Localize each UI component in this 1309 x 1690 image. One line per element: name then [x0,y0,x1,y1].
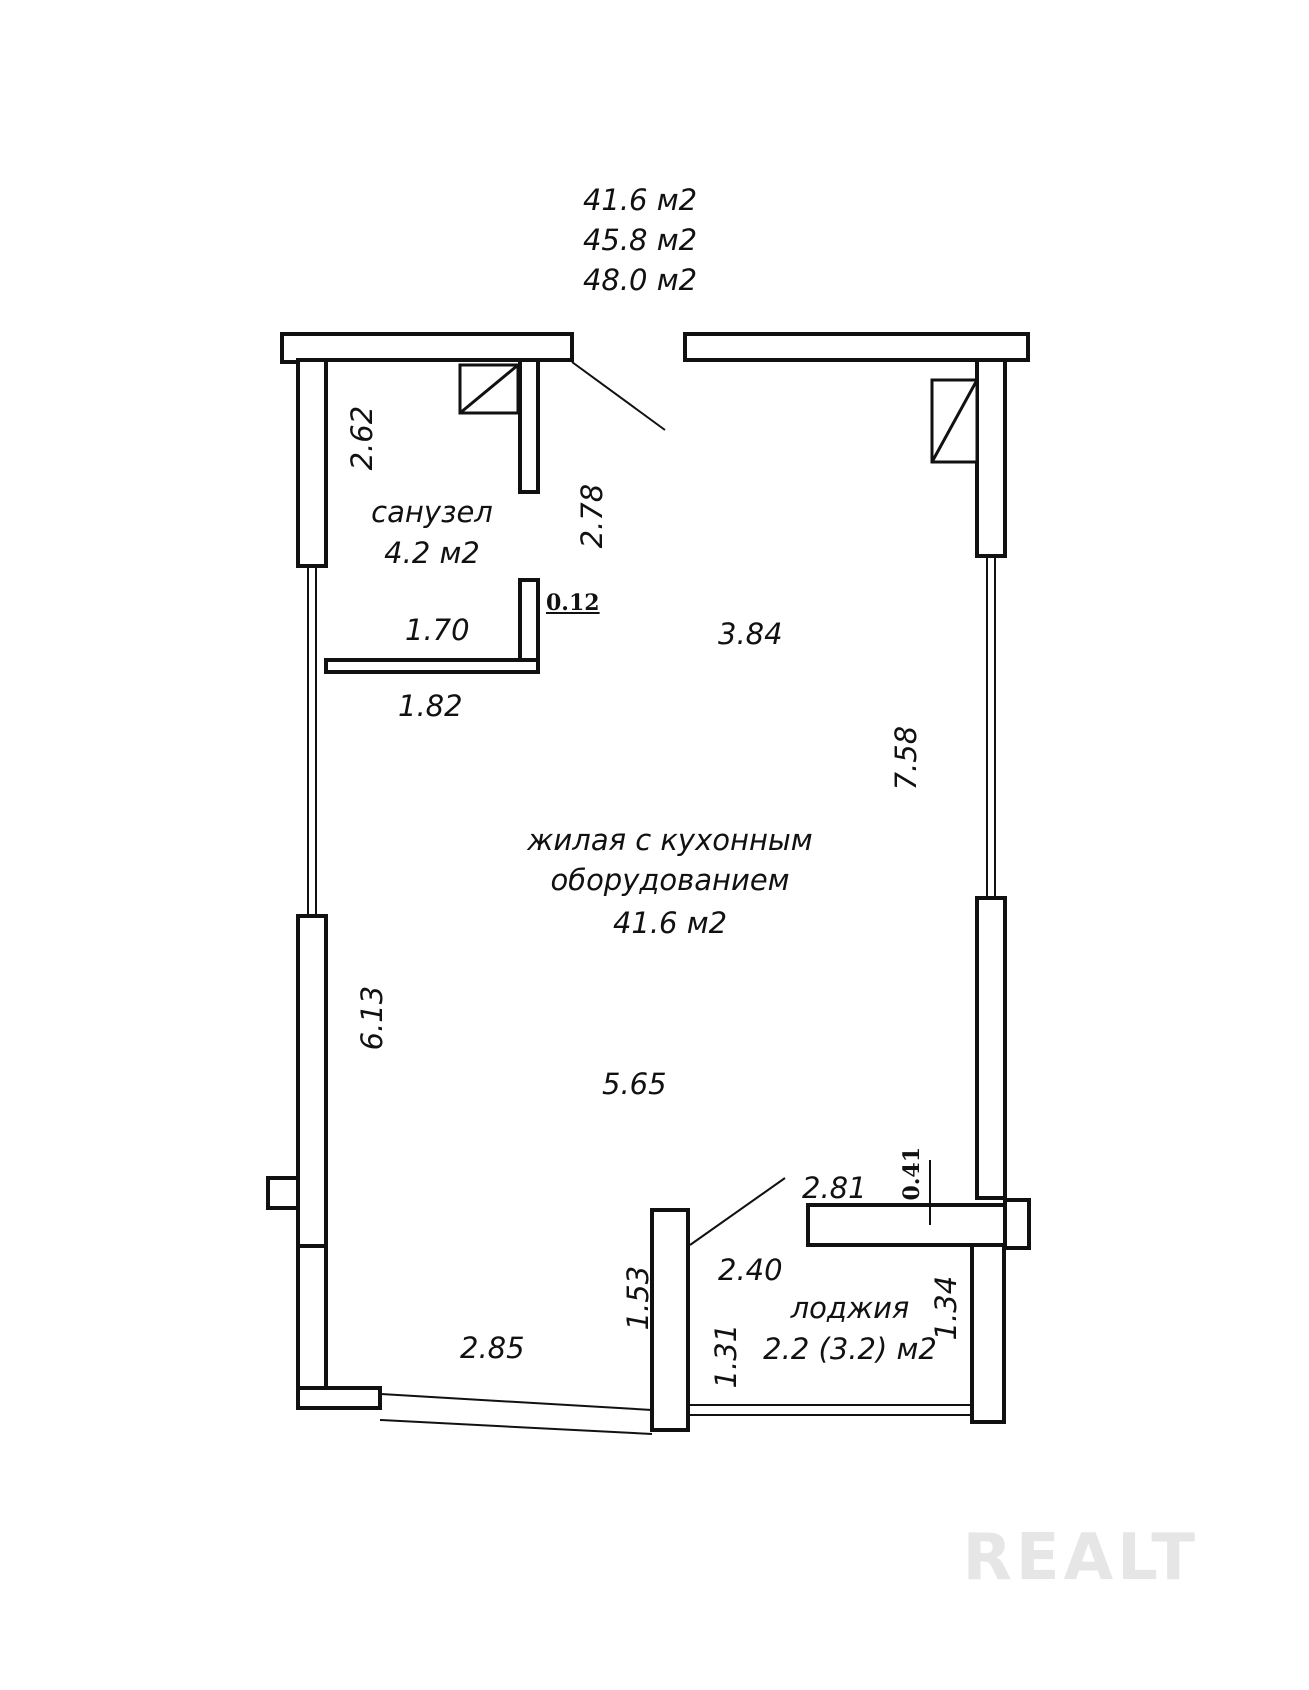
window-bottom-a [379,1393,653,1411]
window-bottom-b [379,1419,653,1435]
living-name-line2: оборудованием [550,863,790,897]
dimension-0-12: 0.12 [546,590,600,616]
dimension-2-40: 2.40 [718,1253,783,1287]
wall-stub-right [1003,1198,1031,1250]
wall-left-middle [296,914,328,1248]
wall-left-lower [296,1244,328,1408]
dimension-1-70: 1.70 [405,613,470,647]
dimension-5-65: 5.65 [602,1067,667,1101]
dimension-2-78: 2.78 [575,483,610,549]
wall-top-left [280,332,574,364]
wall-right-loggia [970,1234,1006,1424]
entrance-door-swing [571,361,666,431]
dimension-1-34: 1.34 [929,1275,964,1341]
bathroom-name: санузел [371,495,493,529]
wall-right-middle [975,896,1007,1200]
dimension-7-58: 7.58 [889,725,924,791]
dimension-1-31: 1.31 [709,1323,744,1389]
loggia-top-wall [806,1203,1020,1247]
wall-top-right [683,332,1030,362]
loggia-name: лоджия [790,1291,910,1325]
loggia-inner-wall [650,1208,690,1432]
wall-stub-left [266,1176,300,1210]
bathroom-area: 4.2 м2 [384,536,480,570]
wall-right-upper [975,358,1007,558]
dimension-3-84: 3.84 [718,617,783,651]
total-living-area: 41.6 м2 [582,183,698,217]
dimension-2-62: 2.62 [345,405,380,471]
dimension-6-13: 6.13 [355,985,390,1051]
dimension-2-81: 2.81 [802,1171,867,1205]
bathroom-bottom-wall [324,658,540,674]
dimension-2-85: 2.85 [460,1331,525,1365]
living-area: 41.6 м2 [612,906,728,940]
dimension-1-53: 1.53 [621,1265,656,1331]
dimension-0-41: 0.41 [899,1146,926,1201]
wall-left-upper [296,358,328,568]
realt-watermark-logo: REALT [962,1521,1199,1595]
loggia-area: 2.2 (3.2) м2 [763,1332,937,1366]
living-name-line1: жилая с кухонным [527,823,813,857]
total-general-area: 45.8 м2 [582,223,698,257]
bathroom-partition-lower [518,578,540,672]
total-with-loggia-area: 48.0 м2 [582,263,698,297]
loggia-door-swing [689,1177,786,1246]
dimension-1-82: 1.82 [398,689,463,723]
bathroom-partition-upper [518,358,540,494]
wall-bottom-left [296,1386,382,1410]
